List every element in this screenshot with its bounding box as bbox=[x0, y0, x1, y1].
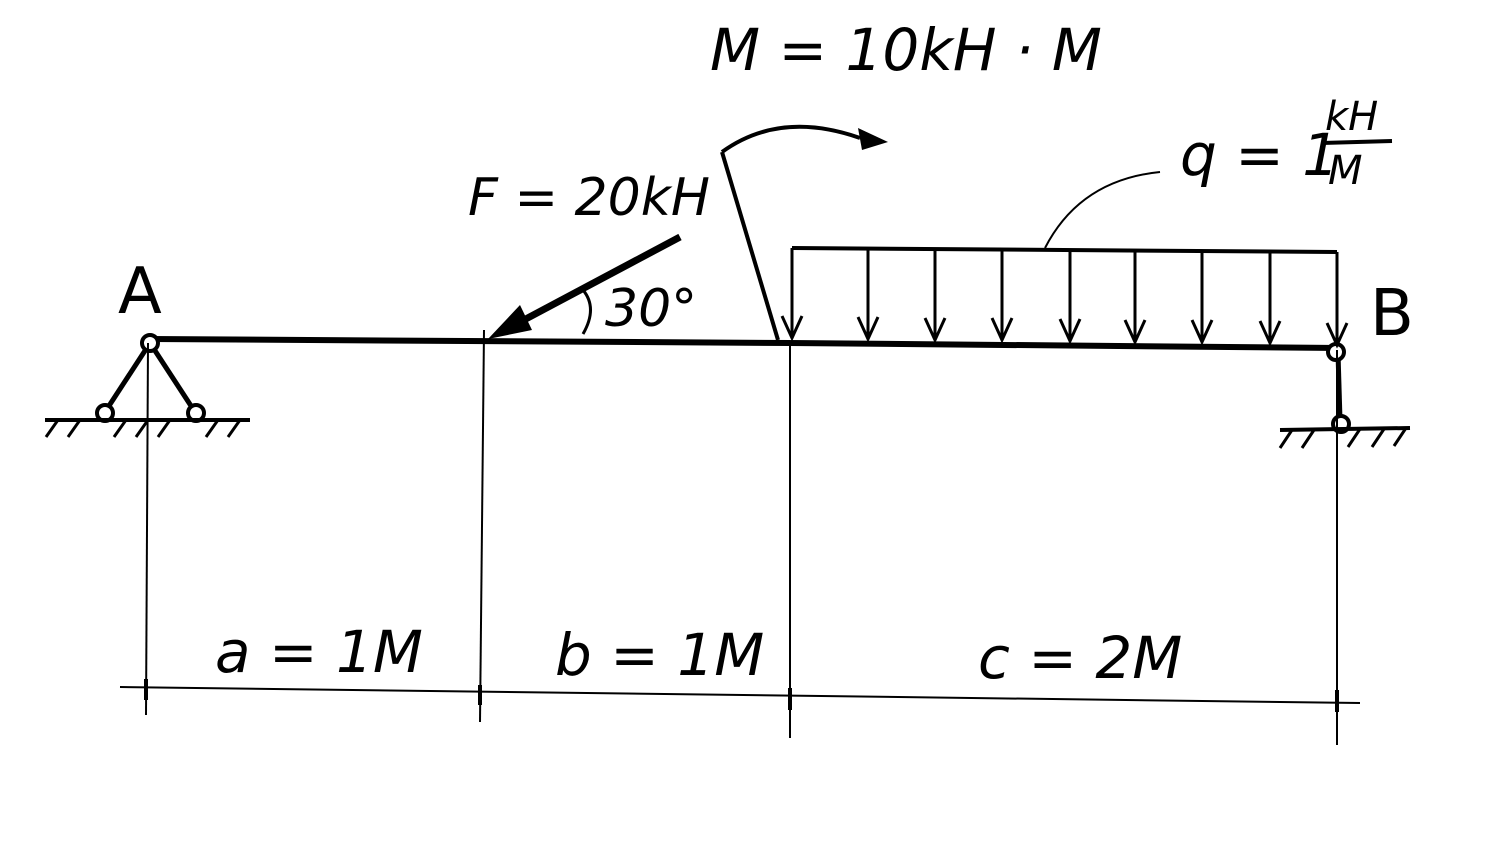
angle-label: 30° bbox=[605, 279, 697, 339]
dimension-c-label: c = 2M bbox=[978, 624, 1182, 692]
moment-label: M = 10kH · M bbox=[710, 16, 1102, 84]
point-a-label: A bbox=[118, 255, 162, 329]
dimension-a-label: a = 1M bbox=[215, 618, 423, 686]
load-unit-denominator: M bbox=[1328, 148, 1363, 194]
dimension-b-label: b = 1M bbox=[555, 621, 764, 689]
support-a: A bbox=[44, 255, 250, 438]
force-f: F = 20kH 30° bbox=[468, 168, 710, 339]
load-unit-numerator: kH bbox=[1325, 94, 1378, 140]
support-b: B bbox=[1278, 277, 1414, 449]
force-label: F = 20kH bbox=[468, 168, 710, 228]
dimension-lines bbox=[119, 329, 1361, 745]
load-label: q = 1 bbox=[1180, 121, 1339, 189]
distributed-load: q = 1 kH M bbox=[780, 94, 1393, 349]
point-b-label: B bbox=[1370, 277, 1414, 351]
beam bbox=[149, 336, 1341, 351]
moment-m: M = 10kH · M bbox=[710, 16, 1102, 341]
